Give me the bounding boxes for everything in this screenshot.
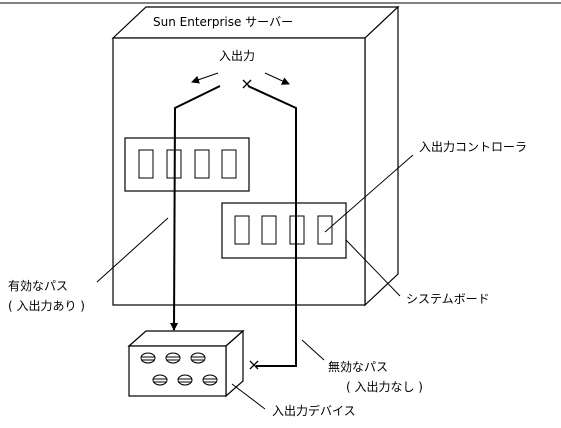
system-board-label: システムボード — [406, 292, 490, 306]
valid-path-line — [170, 85, 221, 331]
upper-slot — [194, 149, 210, 179]
valid-path-sublabel: ( 入出力あり ) — [8, 299, 85, 313]
io-controller-leader — [324, 154, 414, 233]
disk-icon — [165, 352, 181, 364]
io-label: 入出力 — [219, 49, 255, 63]
disk-icon — [152, 374, 168, 386]
io-device-leader — [231, 383, 266, 410]
invalid-path-leader — [301, 339, 325, 361]
system-board-slot — [317, 215, 333, 245]
system-board-slot — [234, 215, 250, 245]
server-label: Sun Enterprise サーバー — [153, 15, 293, 29]
disk-icon — [190, 352, 206, 364]
right-switch-arrow — [264, 72, 290, 85]
system-board — [221, 202, 347, 259]
disk-icon — [177, 374, 193, 386]
left-switch-arrow — [191, 72, 219, 84]
io-controller-label: 入出力コントローラ — [419, 140, 527, 154]
disk-icon — [202, 374, 218, 386]
io-device-disks — [140, 352, 218, 386]
invalid-path-line — [247, 85, 297, 367]
io-device-label: 入出力デバイス — [272, 403, 356, 418]
invalid-path-sublabel: ( 入出力なし ) — [346, 380, 423, 394]
valid-path-label: 有効なパス — [8, 278, 68, 293]
invalid-path-label: 無効なパス — [328, 359, 388, 374]
system-board-leader — [345, 239, 401, 297]
io-device — [127, 329, 245, 398]
upper-slot — [221, 149, 237, 179]
invalid-path-break-mark — [242, 79, 259, 370]
disk-icon — [140, 352, 156, 364]
system-board-slot — [261, 215, 277, 245]
upper-board — [124, 137, 250, 192]
upper-slot — [138, 149, 154, 179]
valid-path-leader — [96, 217, 169, 283]
